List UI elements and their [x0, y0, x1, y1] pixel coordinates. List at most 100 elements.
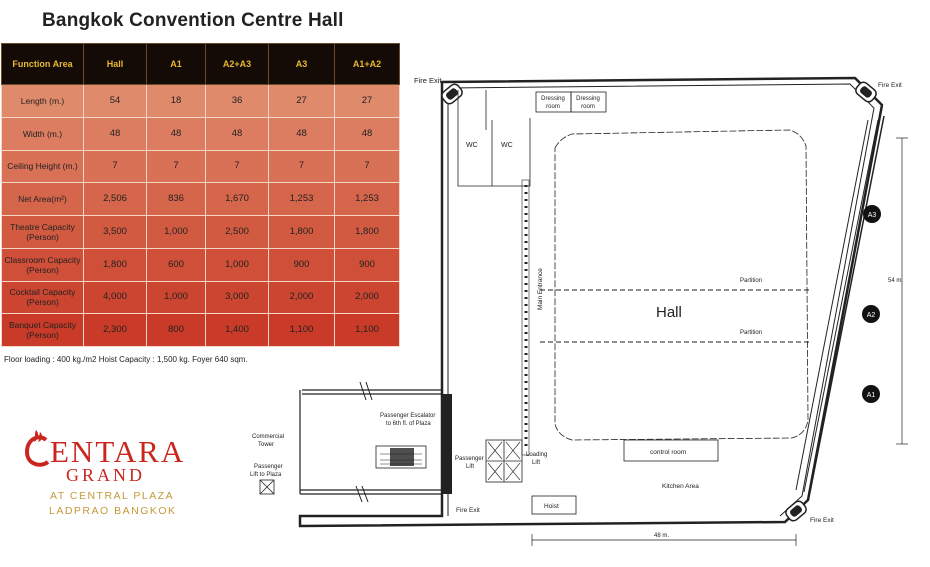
table-cell: 1,400	[205, 313, 269, 347]
wall-break-top	[359, 381, 373, 401]
passenger-lift-label: Passenger	[455, 456, 484, 462]
hall-label: Hall	[656, 304, 682, 321]
wc-1-label: WC	[466, 142, 478, 149]
wall-break-bottom	[355, 485, 369, 503]
row-label: Banquet Capacity (Person)	[1, 313, 84, 347]
table-cell: 27	[334, 84, 400, 118]
logo-location-line-1: AT CENTRAL PLAZA	[50, 490, 175, 502]
fire-exit-top-right-label: Fire Exit	[878, 82, 902, 89]
control-room-label: control room	[650, 449, 686, 456]
row-label: Net Area(m²)	[1, 182, 84, 216]
logo-c-mark-icon	[24, 430, 50, 467]
table-cell: 1,000	[205, 247, 269, 282]
footer-note: Floor loading : 400 kg./m2 Hoist Capacit…	[4, 355, 248, 364]
table-cell: 7	[268, 149, 335, 184]
dressing-room-2-label: Dressing	[576, 96, 600, 102]
table-cell: 7	[83, 149, 147, 184]
table-cell: 7	[146, 149, 206, 184]
wc-2-label: WC	[501, 142, 513, 149]
diagonal-wall-band-outer	[809, 115, 885, 493]
table-cell: 1,800	[83, 247, 147, 282]
row-label: Classroom Capacity (Person)	[1, 247, 84, 282]
dimension-48-label: 48 m.	[654, 533, 669, 539]
control-room	[623, 439, 719, 462]
zone-a3-label: A3	[868, 212, 877, 219]
page-title: Bangkok Convention Centre Hall	[42, 10, 344, 31]
logo-location-line-2: LADPRAO BANGKOK	[49, 505, 177, 517]
lift-block	[485, 439, 523, 483]
table-cell: 1,100	[268, 313, 335, 347]
floor-plan: Fire Exit Fire Exit Fire Exit Dressing r…	[250, 76, 908, 546]
table-cell: 800	[146, 313, 206, 347]
zone-a2-label: A2	[867, 312, 876, 319]
zone-a3-marker	[863, 205, 881, 223]
diagonal-wall-band	[795, 119, 879, 493]
logo-wordmark: ENTARA	[50, 434, 186, 469]
hoist-label: Hoist	[544, 503, 559, 510]
passenger-escalator-label-2: to 6th fl. of Plaza	[386, 421, 431, 427]
fire-exit-bottom-right-label: Fire Exit	[810, 517, 834, 524]
hoist-room	[531, 495, 577, 515]
table-header-cell: A2+A3	[205, 43, 269, 85]
table-header-row: Function Area Hall A1 A2+A3 A3 A1+A2	[1, 43, 400, 85]
passenger-lift-plaza-label: Passenger	[254, 464, 283, 470]
main-entrance-label: Main Entrance	[537, 268, 544, 310]
table-cell: 1,253	[334, 182, 400, 216]
passenger-escalator-label: Passenger Escalator	[380, 413, 435, 419]
loading-lift-label: Loading	[526, 452, 547, 458]
passenger-lift-label-2: Lift	[466, 464, 474, 470]
partition-2-label: Partition	[740, 330, 762, 336]
plaza-wing-wall	[299, 389, 442, 495]
logo-grand: GRAND	[66, 465, 146, 485]
table-cell: 48	[146, 116, 206, 151]
escalator-icon	[375, 445, 427, 469]
centara-logo: ENTARA GRAND AT CENTRAL PLAZA LADPRAO BA…	[16, 426, 216, 526]
row-label: Theatre Capacity (Person)	[1, 215, 84, 249]
zone-a1-marker	[862, 385, 880, 403]
dimension-48	[531, 534, 797, 546]
dimension-54	[896, 137, 908, 445]
commercial-tower-label-2: Tower	[258, 442, 274, 448]
table-cell: 48	[83, 116, 147, 151]
table-cell: 1,800	[268, 215, 335, 249]
partition-1-label: Partition	[740, 278, 762, 284]
table-header-cell: A1	[146, 43, 206, 85]
dressing-room-1-label-2: room	[546, 104, 560, 110]
table-cell: 48	[268, 116, 335, 151]
specification-table: Function Area Hall A1 A2+A3 A3 A1+A2 Len…	[1, 43, 400, 347]
dressing-room-2-label-2: room	[581, 104, 595, 110]
hall-boundary	[554, 129, 809, 441]
table-cell: 900	[268, 247, 335, 282]
table-cell: 36	[205, 84, 269, 118]
row-label: Cocktail Capacity (Person)	[1, 280, 84, 315]
loading-lift-label-2: Lift	[532, 460, 540, 466]
table-cell: 1,100	[334, 313, 400, 347]
outer-wall	[298, 76, 884, 528]
table-header-cell: Hall	[83, 43, 147, 85]
table-cell: 1,000	[146, 280, 206, 315]
table-cell: 4,000	[83, 280, 147, 315]
passenger-lift-plaza-label-2: Lift to Plaza	[250, 472, 282, 478]
plaza-lift-icon	[259, 479, 275, 495]
table-cell: 2,300	[83, 313, 147, 347]
table-cell: 1,670	[205, 182, 269, 216]
table-cell: 3,500	[83, 215, 147, 249]
zone-a1-label: A1	[867, 392, 876, 399]
fire-exit-top-right-icon	[855, 81, 877, 103]
table-cell: 18	[146, 84, 206, 118]
commercial-tower-label: Commercial	[252, 434, 284, 440]
table-header-cell: Function Area	[1, 43, 84, 85]
fire-exit-top-left-icon	[441, 83, 463, 105]
table-header-cell: A3	[268, 43, 335, 85]
kitchen-area-label: Kitchen Area	[662, 483, 699, 490]
escalator-wall	[442, 394, 452, 494]
main-entrance-doors	[521, 179, 530, 456]
fire-exit-bottom-right-icon	[785, 500, 807, 522]
zone-a2-marker	[862, 305, 880, 323]
table-cell: 836	[146, 182, 206, 216]
fire-exit-top-left-label: Fire Exit	[414, 76, 442, 85]
row-label: Width (m.)	[1, 116, 84, 151]
